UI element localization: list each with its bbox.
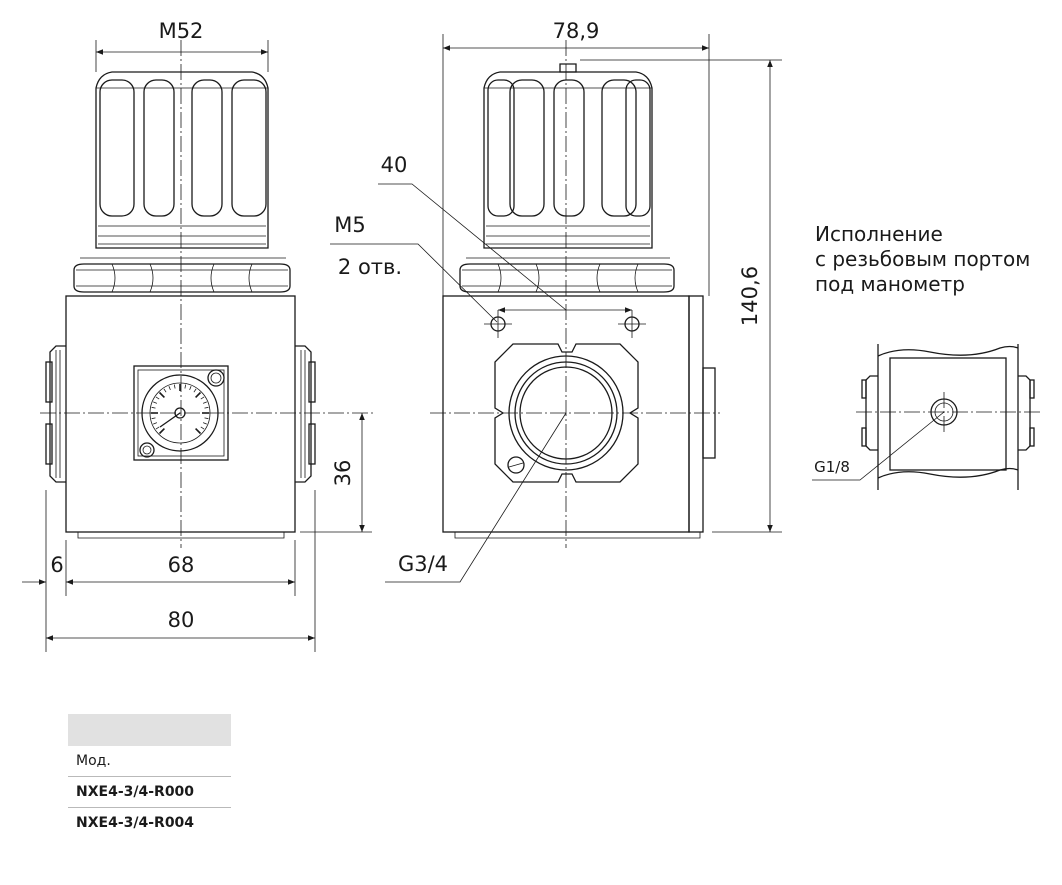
gauge-tick	[155, 396, 160, 400]
dim-36: 36	[331, 460, 355, 487]
dim-holes: 2 отв.	[338, 255, 402, 279]
dim-m52: M52	[159, 19, 204, 43]
adjusting-knob	[95, 71, 269, 249]
gauge-tick	[204, 406, 209, 409]
dim-m5: M5	[334, 213, 365, 237]
dim-6: 6	[50, 553, 63, 577]
gauge-tick	[193, 388, 197, 393]
variant-note-line-3: под манометр	[815, 272, 965, 296]
gauge-port-detail: G1/8	[812, 344, 1040, 490]
body	[65, 295, 296, 533]
gauge-tick	[195, 428, 202, 435]
table-row-model-1: NXE4-3/4-R000	[68, 777, 231, 808]
variant-note-line-2: с резьбовым портом	[815, 247, 1031, 271]
table-row-model-2: NXE4-3/4-R004	[76, 815, 195, 831]
gauge-tick	[151, 417, 156, 420]
gauge-tick	[168, 386, 171, 391]
gauge-tick	[204, 417, 209, 420]
dim-g3-4: G3/4	[398, 552, 448, 576]
gauge-tick	[155, 426, 160, 430]
lock-ring	[73, 257, 291, 293]
gauge-tick	[158, 428, 165, 435]
table-header-bar	[68, 714, 231, 746]
dim-78-9: 78,9	[553, 19, 600, 43]
side-view	[430, 40, 720, 548]
model-table: Мод. NXE4-3/4-R000 NXE4-3/4-R004	[68, 714, 231, 838]
gauge-tick	[153, 422, 158, 425]
port-stubs	[45, 345, 316, 483]
gauge-tick	[158, 391, 165, 398]
dim-80: 80	[168, 608, 195, 632]
gauge-tick	[151, 406, 156, 409]
gauge-tick	[200, 396, 205, 400]
side-view-dimensions: 78,9 140,6 40 M5 2 отв. G3/4	[330, 19, 782, 583]
gauge-tick	[163, 388, 167, 393]
gauge-tick	[202, 401, 207, 404]
gauge-tick	[202, 422, 207, 425]
gauge-tick	[195, 391, 202, 398]
gauge-tick	[173, 384, 176, 389]
dim-g1-8: G1/8	[814, 458, 850, 476]
gauge-tick	[189, 386, 192, 391]
dim-68: 68	[168, 553, 195, 577]
adjusting-knob-side	[483, 63, 653, 249]
front-view	[40, 40, 375, 548]
front-view-dimensions: M52 36 6 68 80	[22, 19, 372, 652]
table-header-label: Мод.	[68, 746, 231, 777]
dim-140-6: 140,6	[738, 266, 762, 326]
gauge-tick	[153, 401, 158, 404]
gauge-tick	[184, 384, 187, 389]
lock-ring-side	[459, 257, 675, 293]
gauge-tick	[200, 426, 205, 430]
dim-40: 40	[381, 153, 408, 177]
variant-note-line-1: Исполнение	[815, 222, 943, 246]
variant-note: Исполнение с резьбовым портом под маноме…	[815, 222, 1030, 297]
